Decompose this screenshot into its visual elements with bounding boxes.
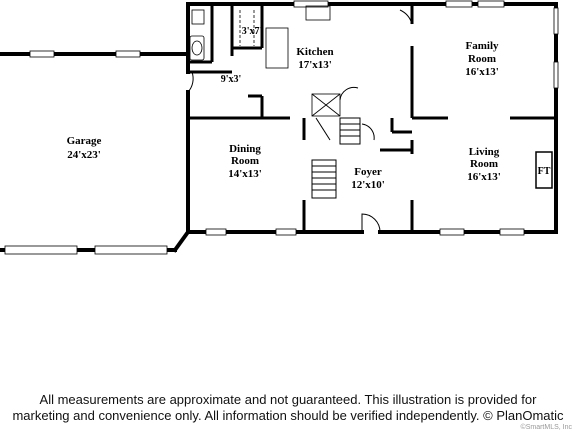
windows <box>29 0 559 236</box>
room-name: Foyer <box>354 166 382 178</box>
room-label-garage: Garage 24'x23' <box>67 135 102 161</box>
room-dimensions: 24'x23' <box>67 149 101 161</box>
floor-plan: FT Garage 24'x23' Kitchen 17'x13' Family… <box>0 0 559 255</box>
room-name: Kitchen <box>296 46 333 58</box>
stairs <box>311 117 361 199</box>
room-name: Garage <box>67 135 102 147</box>
room-label-dining: Dining Room 14'x13' <box>228 143 262 180</box>
disclaimer-line-2: marketing and convenience only. All info… <box>12 408 564 423</box>
laundry-label: 9'x3' <box>221 74 242 85</box>
room-name: Room <box>468 53 496 65</box>
fireplace: FT <box>535 151 553 189</box>
room-label-kitchen: Kitchen 17'x13' <box>296 46 333 71</box>
room-name: Room <box>470 158 498 170</box>
room-name: Living <box>469 146 500 158</box>
room-labels: Garage 24'x23' Kitchen 17'x13' Family Ro… <box>67 26 501 191</box>
room-dimensions: 14'x13' <box>228 168 262 180</box>
room-dimensions: 17'x13' <box>298 59 332 71</box>
room-name: Family <box>466 40 499 52</box>
door-swings <box>187 9 413 233</box>
garage-doors <box>4 245 168 255</box>
fixtures <box>189 5 341 117</box>
disclaimer-line-1: All measurements are approximate and not… <box>39 392 537 407</box>
pantry-label: 3'x7' <box>242 26 263 37</box>
copyright-credit: ©SmartMLS, Inc <box>520 424 572 431</box>
room-dimensions: 16'x13' <box>465 66 499 78</box>
interior-walls <box>188 4 556 232</box>
room-dimensions: 16'x13' <box>467 171 501 183</box>
room-label-family: Family Room 16'x13' <box>465 40 499 78</box>
fireplace-label: FT <box>538 166 551 177</box>
room-label-living: Living Room 16'x13' <box>467 146 501 183</box>
room-name: Room <box>231 155 259 167</box>
room-dimensions: 12'x10' <box>351 179 385 191</box>
room-label-foyer: Foyer 12'x10' <box>351 166 385 191</box>
room-name: Dining <box>229 143 261 155</box>
